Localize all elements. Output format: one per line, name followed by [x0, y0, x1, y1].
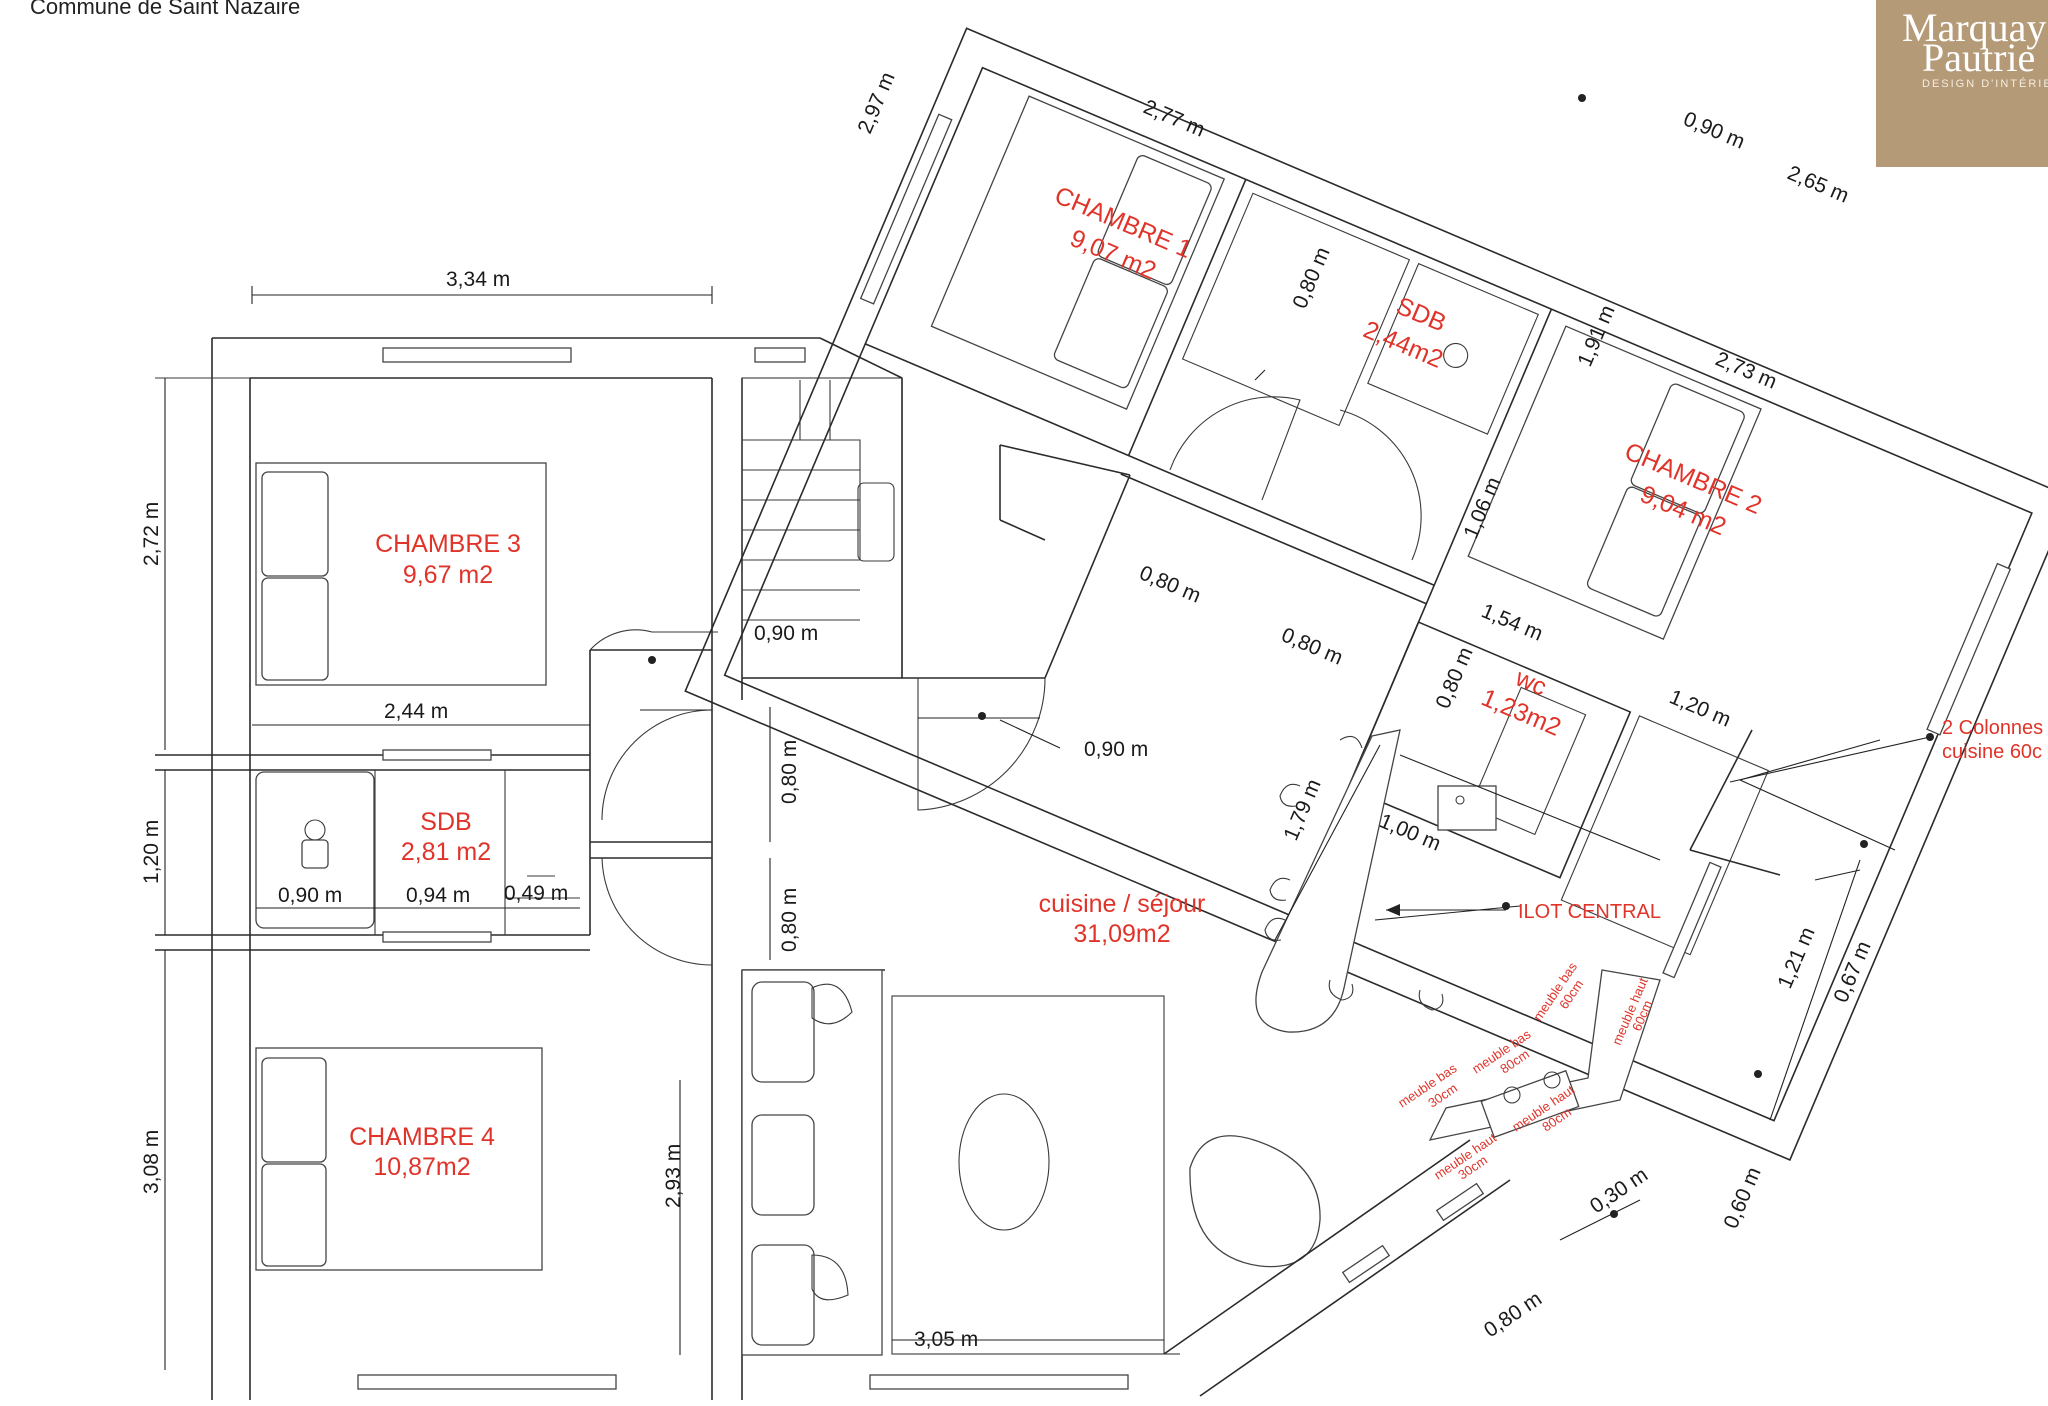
dim-273: 2,73 m	[1712, 347, 1780, 393]
dimension-lines	[164, 94, 1934, 1370]
brand-logo: Marquay Pautrie DESIGN D'INTÉRIEUR	[1876, 0, 2048, 167]
dim-080-wc: 0,80 m	[1431, 644, 1477, 712]
dim-297: 2,97 m	[853, 69, 899, 137]
dim-265: 2,65 m	[1784, 161, 1852, 207]
logo-line-1: Marquay	[1902, 5, 2047, 50]
room-sdb-left-name: SDB	[420, 808, 471, 836]
dim-100: 1,00 m	[1376, 809, 1444, 855]
dim-090-door: 0,90 m	[1084, 738, 1148, 761]
kitchen-island	[1255, 729, 1781, 1141]
dim-080-a: 0,80 m	[1136, 561, 1204, 607]
dim-080-c1: 0,80 m	[778, 740, 801, 804]
room-chambre4-name: CHAMBRE 4	[349, 1123, 495, 1151]
dim-334: 3,34 m	[446, 268, 510, 291]
living-area	[741, 969, 1511, 1397]
dim-120-left: 1,20 m	[140, 820, 163, 884]
dim-154: 1,54 m	[1478, 599, 1546, 645]
dim-049: 0,49 m	[504, 882, 568, 905]
annotation-ilot: ILOT CENTRAL	[1518, 901, 1661, 923]
dim-244: 2,44 m	[384, 700, 448, 723]
dim-277: 2,77 m	[1140, 95, 1208, 141]
dim-293: 2,93 m	[662, 1144, 685, 1208]
dim-080-sdb: 0,80 m	[1288, 244, 1334, 312]
dim-080-bottom: 0,80 m	[1480, 1287, 1546, 1342]
room-chambre4-area: 10,87m2	[373, 1153, 470, 1181]
room-sejour-area: 31,09m2	[1073, 920, 1170, 948]
dim-094: 0,94 m	[406, 884, 470, 907]
dim-060: 0,60 m	[1719, 1164, 1765, 1232]
left-wing-walls	[155, 337, 1131, 1400]
dim-272: 2,72 m	[140, 502, 163, 566]
annotation-colonnes-2: cuisine 60c	[1942, 741, 2042, 763]
plan-title: Commune de Saint Nazaire	[30, 0, 301, 19]
room-sdb-left-area: 2,81 m2	[401, 838, 491, 866]
dim-080-b: 0,80 m	[1278, 623, 1346, 669]
dim-090-sdb: 0,90 m	[278, 884, 342, 907]
dim-120-right: 1,20 m	[1666, 685, 1734, 731]
dim-090-stair: 0,90 m	[754, 622, 818, 645]
dim-121: 1,21 m	[1773, 924, 1819, 992]
dim-090-top: 0,90 m	[1680, 107, 1748, 153]
annotation-colonnes-1: 2 Colonnes	[1942, 717, 2043, 739]
dim-308: 3,08 m	[140, 1130, 163, 1194]
room-sejour-name: cuisine / séjour	[1039, 890, 1206, 918]
logo-tagline: DESIGN D'INTÉRIEUR	[1922, 78, 2048, 90]
room-chambre3-area: 9,67 m2	[403, 561, 493, 589]
dim-305: 3,05 m	[914, 1328, 978, 1351]
room-chambre3-name: CHAMBRE 3	[375, 530, 521, 558]
dim-080-c2: 0,80 m	[778, 888, 801, 952]
logo-line-2: Pautrie	[1922, 35, 2036, 80]
ne-wing	[684, 27, 2048, 1162]
